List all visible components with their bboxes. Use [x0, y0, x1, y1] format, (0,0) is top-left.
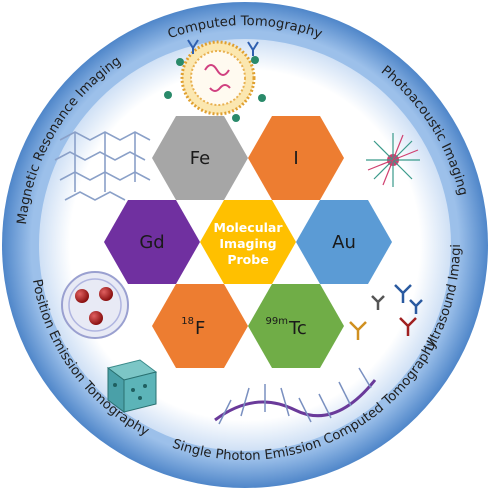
hex-i: I [248, 116, 344, 200]
hex-tc99m-label: Tc [288, 318, 307, 339]
center-line3: Probe [227, 252, 268, 267]
polymer-network-illustration [54, 131, 151, 201]
liposome-illustration [164, 39, 266, 122]
hex-f18-label: F [195, 318, 205, 339]
dendrimer-illustration [366, 133, 420, 187]
hex-gd-label: Gd [139, 232, 164, 253]
polymer-brush-illustration [214, 367, 377, 425]
center-line1: Molecular [214, 220, 284, 235]
hex-tc99m-sup: 99m [266, 316, 288, 327]
hex-fe: Fe [152, 116, 248, 200]
hex-center: Molecular Imaging Probe [200, 200, 296, 284]
hex-f18-sup: 18 [181, 316, 194, 327]
hex-fe-shape [152, 116, 248, 200]
hex-f18: 18 F [152, 284, 248, 368]
hex-i-label: I [293, 148, 298, 169]
hex-tc99m-shape [248, 284, 344, 368]
antibody-illustration [349, 284, 423, 340]
hex-au-shape [296, 200, 392, 284]
hex-au-label: Au [332, 232, 356, 253]
nanoparticle-cluster-illustration [61, 271, 129, 339]
hex-tc99m: 99m Tc [248, 284, 344, 368]
hex-fe-label: Fe [190, 148, 210, 169]
hex-i-shape [248, 116, 344, 200]
hex-gd: Gd [104, 200, 200, 284]
hex-gd-shape [104, 200, 200, 284]
hex-au: Au [296, 200, 392, 284]
center-line2: Imaging [219, 236, 276, 251]
hex-f18-shape [152, 284, 248, 368]
hex-center-shape [200, 200, 296, 284]
porous-cube-illustration [106, 359, 158, 413]
